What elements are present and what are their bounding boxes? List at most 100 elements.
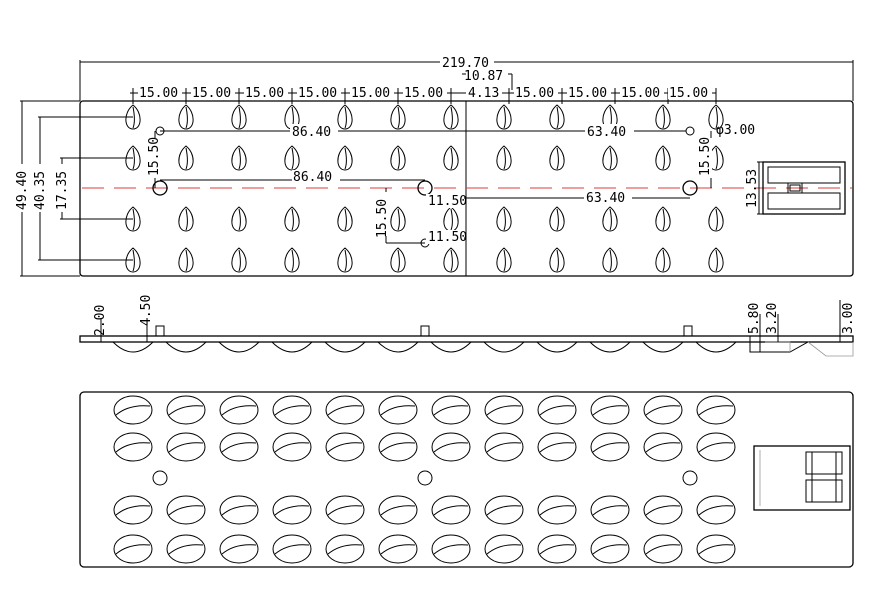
lens-ellipse — [272, 495, 312, 525]
lens-dome — [271, 341, 313, 353]
plate-thickness-label: 2.00 — [93, 305, 108, 336]
lens-array-top — [125, 104, 724, 273]
bottom-hole-center — [417, 470, 433, 486]
lens-ridge — [380, 505, 416, 516]
lens-ridge — [274, 505, 310, 516]
pitch-label-6: 15.00 — [404, 86, 443, 101]
hole-center — [417, 180, 433, 196]
lens-ridge — [274, 544, 310, 555]
overall-length-dimension: 219.70 — [79, 56, 854, 101]
lens-ridge — [274, 405, 310, 416]
lens-ridge — [433, 505, 469, 516]
teardrop-lens — [655, 145, 671, 171]
lens-ellipse — [696, 495, 736, 525]
lens-ridge — [592, 405, 628, 416]
connector-height-label: 13.53 — [745, 169, 760, 208]
lens-ellipse — [325, 534, 365, 564]
side-view: 2.00 4.50 5.80 3.20 3.00 — [79, 295, 856, 357]
lens-ridge — [221, 405, 257, 416]
lens-ellipse — [113, 495, 153, 525]
hole-span-lower-left-label: 86.40 — [293, 170, 332, 185]
lens-ellipse — [325, 432, 365, 462]
teardrop-lens — [284, 145, 300, 171]
center-hole-offset-label: 15.50 — [375, 199, 390, 238]
lens-array-bottom — [113, 395, 736, 564]
lens-ridge — [380, 544, 416, 555]
lens-dome — [324, 341, 366, 353]
lens-ellipse — [537, 432, 577, 462]
teardrop-lens — [496, 206, 512, 232]
teardrop-lens — [602, 206, 618, 232]
bottom-view-outline — [79, 391, 854, 568]
offset-small-label: 4.13 — [468, 86, 499, 101]
hole-right — [682, 180, 698, 196]
teardrop-lens — [496, 104, 512, 130]
lens-ellipse — [219, 432, 259, 462]
teardrop-lens — [390, 104, 406, 130]
connector-bottom — [753, 445, 851, 511]
lens-ellipse — [166, 495, 206, 525]
teardrop-lens — [337, 145, 353, 171]
lens-ellipse — [696, 395, 736, 425]
teardrop-lens — [549, 104, 565, 130]
lens-ellipse — [696, 534, 736, 564]
lens-ridge — [221, 505, 257, 516]
lens-ellipse — [378, 534, 418, 564]
lens-ellipse — [113, 534, 153, 564]
center-hole-dx-upper-label: 11.50 — [428, 194, 467, 209]
side-view-plate — [79, 335, 854, 343]
lens-ridge — [592, 544, 628, 555]
lens-ridge — [274, 442, 310, 453]
hole-diameter-label: φ3.00 — [716, 123, 755, 138]
lens-ridge — [486, 505, 522, 516]
lens-ridge — [221, 442, 257, 453]
lens-ridge — [168, 442, 204, 453]
lens-ellipse — [484, 432, 524, 462]
teardrop-lens — [390, 206, 406, 232]
lens-ellipse — [113, 395, 153, 425]
teardrop-lens — [178, 206, 194, 232]
lens-ellipse — [484, 395, 524, 425]
pitch-label-7: 15.00 — [515, 86, 554, 101]
lens-ellipse — [378, 432, 418, 462]
teardrop-lens — [708, 206, 724, 232]
teardrop-lens — [655, 104, 671, 130]
lens-dome — [589, 341, 631, 353]
lens-ellipse — [643, 534, 683, 564]
teardrop-lens — [443, 247, 459, 273]
bottom-view — [79, 391, 854, 568]
lens-ellipse — [219, 395, 259, 425]
lens-ridge — [380, 442, 416, 453]
lens-dome — [377, 341, 419, 353]
lens-ellipse — [166, 395, 206, 425]
pitch-label-8: 15.00 — [568, 86, 607, 101]
teardrop-lens — [125, 145, 141, 171]
lens-ellipse — [696, 432, 736, 462]
teardrop-lens — [125, 104, 141, 130]
lens-ellipse — [484, 534, 524, 564]
lens-dome — [642, 341, 684, 353]
connector-step-label: 3.20 — [765, 303, 780, 334]
teardrop-lens — [284, 206, 300, 232]
lens-ridge — [539, 405, 575, 416]
end-height-label: 3.00 — [841, 303, 856, 334]
teardrop-lens — [655, 247, 671, 273]
lens-ridge — [433, 405, 469, 416]
lens-ellipse — [643, 395, 683, 425]
lens-ellipse — [431, 432, 471, 462]
lens-ellipse — [113, 432, 153, 462]
width-dimensions: 49.40 40.35 17.35 — [13, 100, 133, 277]
lens-ridge — [486, 544, 522, 555]
pitch-label-3: 15.00 — [245, 86, 284, 101]
lens-ridge — [698, 442, 734, 453]
teardrop-lens — [390, 145, 406, 171]
right-hole-offset-label: 15.50 — [698, 137, 713, 176]
lens-ellipse — [643, 432, 683, 462]
post-height-label: 4.50 — [139, 295, 154, 326]
left-hole-offset-label: 15.50 — [147, 137, 162, 176]
bottom-hole-right — [682, 470, 698, 486]
width-total-label: 49.40 — [15, 171, 30, 210]
lens-ridge — [645, 505, 681, 516]
hole-span-lower-right-label: 63.40 — [586, 191, 625, 206]
lens-ridge — [115, 442, 151, 453]
